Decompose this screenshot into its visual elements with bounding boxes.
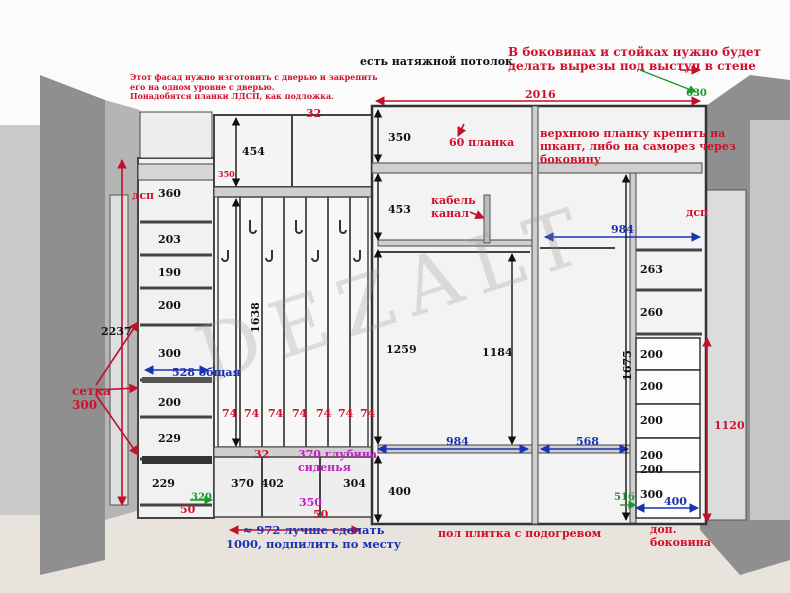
dim-drawer-2: 200	[640, 380, 663, 393]
label-dsp-right: дсп	[686, 206, 709, 219]
dim-bench-50: 50	[313, 508, 329, 521]
coat-hooks	[221, 220, 361, 262]
dim-h-1184: 1184	[482, 346, 513, 359]
dim-w-984-top: 984	[611, 223, 634, 236]
dim-left-shelf-5: 300	[158, 347, 181, 360]
dim-left-320: 320	[191, 492, 212, 503]
dim-h-350-top: 350	[388, 131, 411, 144]
dim-hook-74-5: 74	[316, 407, 332, 420]
left-top-shelf	[137, 163, 215, 181]
left-mesh-basket-2	[142, 377, 212, 383]
dim-bench-304: 304	[343, 477, 366, 490]
label-depth-528: 528 общая	[172, 366, 241, 379]
dim-drawer-4: 200	[640, 449, 663, 462]
main-shelf-left	[377, 239, 533, 247]
green-dimensions	[190, 69, 697, 510]
dim-drawer-5: 200	[640, 463, 663, 476]
right-door-frame	[750, 120, 790, 520]
dim-left-shelf-7: 229	[158, 432, 181, 445]
left-wall	[40, 75, 105, 575]
dim-right-shelf-1: 263	[640, 263, 663, 276]
note-ceiling: есть натяжной потолок	[360, 55, 513, 68]
dim-w-984-bottom: 984	[446, 435, 469, 448]
dim-bench-370: 370	[231, 477, 254, 490]
dim-bench-32: 32	[254, 448, 270, 461]
note-floor: пол плитка с подогревом	[438, 527, 602, 540]
left-top-facade	[139, 111, 213, 159]
dim-left-shelf-8: 229	[152, 477, 175, 490]
right-doorway	[705, 189, 747, 521]
dim-drawer-3: 200	[640, 414, 663, 427]
dim-h-1259: 1259	[386, 343, 417, 356]
label-dsp-left: дсп	[132, 189, 155, 202]
dim-hook-74-1: 74	[222, 407, 238, 420]
dim-drawer-6: 300	[640, 488, 663, 501]
dim-right-offset: 630	[686, 88, 707, 99]
bench-base	[213, 456, 373, 518]
label-plank60: 60 планка	[449, 136, 515, 149]
dim-drawer-1: 200	[640, 348, 663, 361]
red-dimensions	[95, 65, 712, 535]
dim-top-32: 32	[306, 107, 322, 120]
main-divider	[531, 105, 539, 525]
dim-hook-74-2: 74	[244, 407, 260, 420]
dim-bench-350: 350	[299, 496, 322, 509]
dim-hook-74-4: 74	[292, 407, 308, 420]
dim-h-2237: 2237	[101, 325, 132, 338]
right-shelves	[636, 248, 702, 336]
dim-left-shelf-2: 203	[158, 233, 181, 246]
hook-panel	[217, 196, 369, 448]
dim-h-400: 400	[388, 485, 411, 498]
dim-w-516: 516	[614, 492, 635, 503]
dim-h-453: 453	[388, 203, 411, 216]
note-extra-side: доп.боковина	[650, 523, 711, 550]
dim-hook-74-6: 74	[338, 407, 354, 420]
dim-hook-74-3: 74	[268, 407, 284, 420]
note-facade: Этот фасад нужно изготовить с дверью и з…	[130, 72, 378, 102]
dim-left-shelf-6: 200	[158, 396, 181, 409]
main-top-shelf-left	[371, 162, 533, 174]
dim-h-1120: 1120	[714, 419, 745, 432]
dim-h-1638: 1638	[248, 302, 262, 333]
dim-left-50: 50	[180, 503, 196, 516]
dim-hook-74-7: 74	[360, 407, 376, 420]
dim-h-454: 454	[242, 145, 265, 158]
dim-left-shelf-1: 360	[158, 187, 181, 200]
dim-h-1675: 1675	[620, 350, 634, 381]
dim-w-568: 568	[576, 435, 599, 448]
dim-left-shelf-3: 190	[158, 266, 181, 279]
dim-w-400: 400	[664, 495, 687, 508]
left-mesh-basket	[142, 456, 212, 464]
left-door-frame	[0, 125, 42, 515]
hook-top-shelf	[213, 186, 373, 198]
dim-total-width: 2016	[525, 88, 556, 101]
dim-h-350-small: 350	[218, 169, 235, 179]
dim-bench-402: 402	[261, 477, 284, 490]
dim-right-shelf-2: 260	[640, 306, 663, 319]
dim-left-shelf-4: 200	[158, 299, 181, 312]
black-dimensions	[231, 109, 631, 523]
